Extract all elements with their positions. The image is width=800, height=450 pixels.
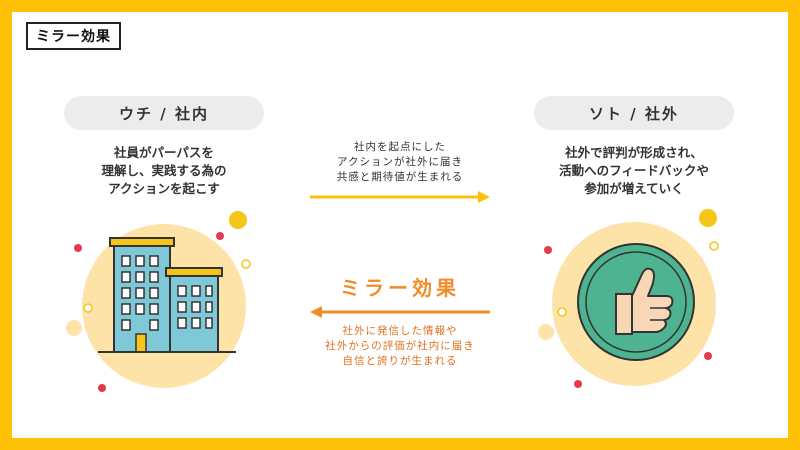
slide-panel: ミラー効果 ウチ / 社内 社員がパーパスを 理解し、実践する為の アクションを… xyxy=(12,12,788,438)
top-flow-line: アクションが社外に届き xyxy=(337,156,463,168)
bottom-flow-line: 社外に発信した情報や xyxy=(342,325,458,337)
left-description-line: 社員がパーパスを xyxy=(114,145,214,160)
bottom-flow-line: 自信と誇りが生まれる xyxy=(342,355,458,367)
right-arrow-icon xyxy=(310,191,490,203)
right-label-pill: ソト / 社外 xyxy=(534,96,734,130)
left-label-pill: ウチ / 社内 xyxy=(64,96,264,130)
left-description: 社員がパーパスを 理解し、実践する為の アクションを起こす xyxy=(64,144,264,198)
right-description-line: 活動へのフィードバックや xyxy=(559,163,709,178)
office-building-icon xyxy=(66,211,251,392)
bottom-flow-text: 社外に発信した情報や 社外からの評価が社内に届き 自信と誇りが生まれる xyxy=(300,324,500,369)
thumbs-up-icon xyxy=(538,209,719,388)
top-flow-text: 社内を起点にした アクションが社外に届き 共感と期待値が生まれる xyxy=(310,140,490,185)
top-flow-line: 社内を起点にした xyxy=(354,141,446,153)
top-flow-line: 共感と期待値が生まれる xyxy=(336,171,464,183)
left-description-line: 理解し、実践する為の xyxy=(101,163,227,178)
right-description: 社外で評判が形成され、 活動へのフィードバックや 参加が増えていく xyxy=(514,144,754,198)
left-arrow-icon xyxy=(310,306,490,318)
bottom-flow-line: 社外からの評価が社内に届き xyxy=(325,340,475,352)
right-description-line: 参加が増えていく xyxy=(584,181,684,196)
page-title: ミラー効果 xyxy=(26,22,121,50)
right-description-line: 社外で評判が形成され、 xyxy=(565,145,703,160)
left-description-line: アクションを起こす xyxy=(108,181,220,196)
mirror-effect-label: ミラー効果 xyxy=(340,276,460,300)
